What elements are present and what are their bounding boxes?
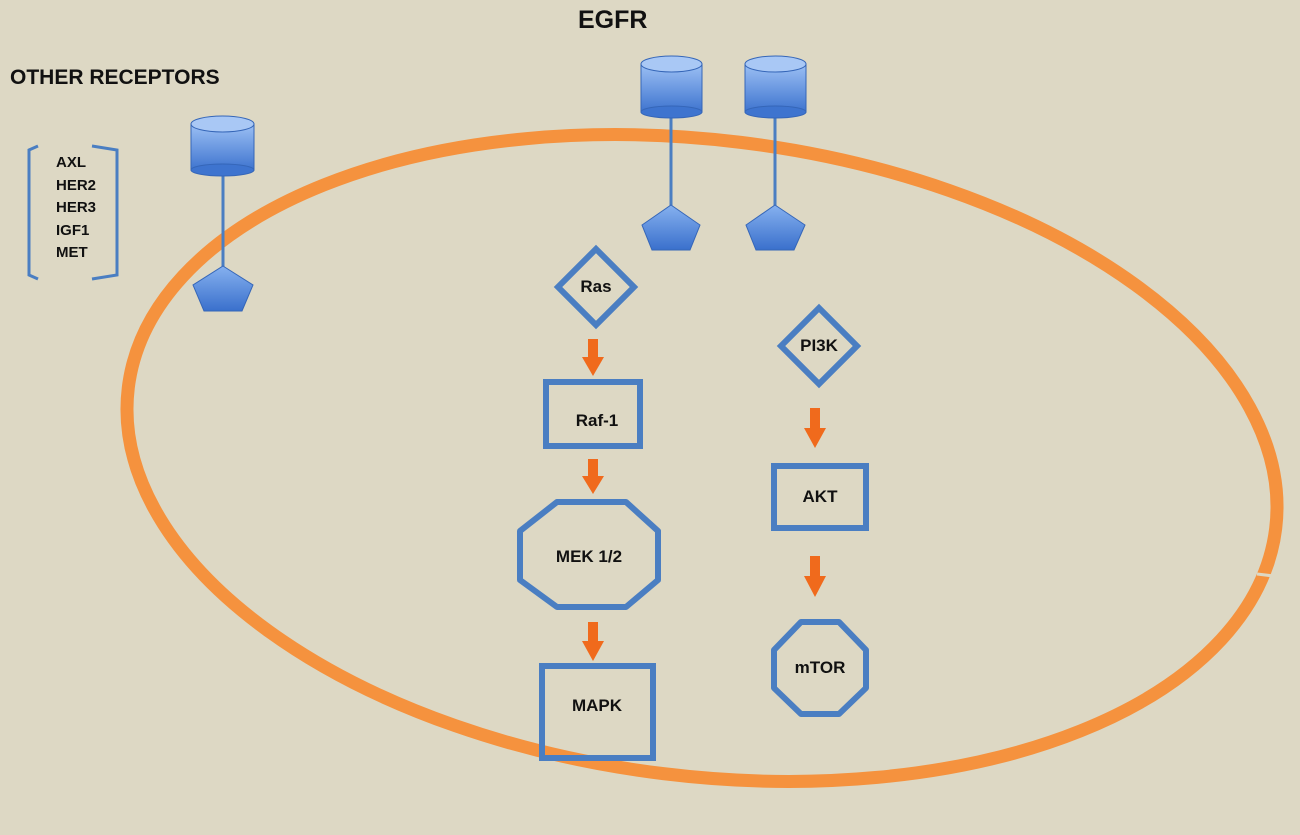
receptor-cylinder [190, 115, 255, 177]
receptor-list-item: HER2 [56, 176, 97, 194]
pi3k-label: PI3K [800, 336, 838, 355]
receptor-list-bracket-left [27, 144, 39, 281]
cell-membrane [120, 128, 1284, 788]
arrow-akt-mtor [804, 556, 826, 597]
receptor-kinase-pentagon [641, 204, 701, 251]
receptor-cylinder [640, 55, 703, 119]
receptor-kinase-pentagon [745, 204, 806, 251]
egfr-title: EGFR [578, 6, 648, 34]
receptor-other [190, 115, 255, 312]
receptor-list-item: IGF1 [56, 221, 90, 239]
receptor-kinase-pentagon [192, 265, 254, 312]
mapk-node [539, 663, 656, 761]
ras-label: Ras [580, 277, 612, 296]
arrow-mek-mapk [582, 622, 604, 661]
receptor-egfr-left [640, 55, 703, 251]
arrow-raf1-mek [582, 459, 604, 494]
ras-node [553, 244, 639, 330]
mapk-label: MAPK [571, 696, 623, 715]
other-receptors-list: AXL HER2 HER3 IGF1 MET [56, 152, 96, 265]
receptor-egfr-right [744, 55, 807, 251]
akt-node [771, 463, 869, 531]
receptor-list-bracket-right [91, 144, 119, 281]
mek-label: MEK 1/2 [555, 547, 623, 566]
receptor-list-item: HER3 [56, 199, 97, 216]
raf1-node [543, 379, 643, 449]
receptor-list-item: MET [56, 244, 88, 261]
arrow-ras-raf1 [582, 339, 604, 376]
raf1-label: Raf-1 [575, 411, 619, 430]
pi3k-node [776, 303, 862, 389]
akt-label: AKT [802, 487, 838, 506]
membrane-gap [1256, 572, 1283, 579]
receptor-list-item: AXL [56, 154, 86, 171]
receptor-cylinder [744, 55, 807, 119]
other-receptors-title: OTHER RECEPTORS [10, 66, 220, 89]
mtor-label: mTOR [794, 658, 846, 677]
mtor-node [771, 619, 869, 717]
mek-node [517, 499, 661, 610]
arrow-pi3k-akt [804, 408, 826, 448]
